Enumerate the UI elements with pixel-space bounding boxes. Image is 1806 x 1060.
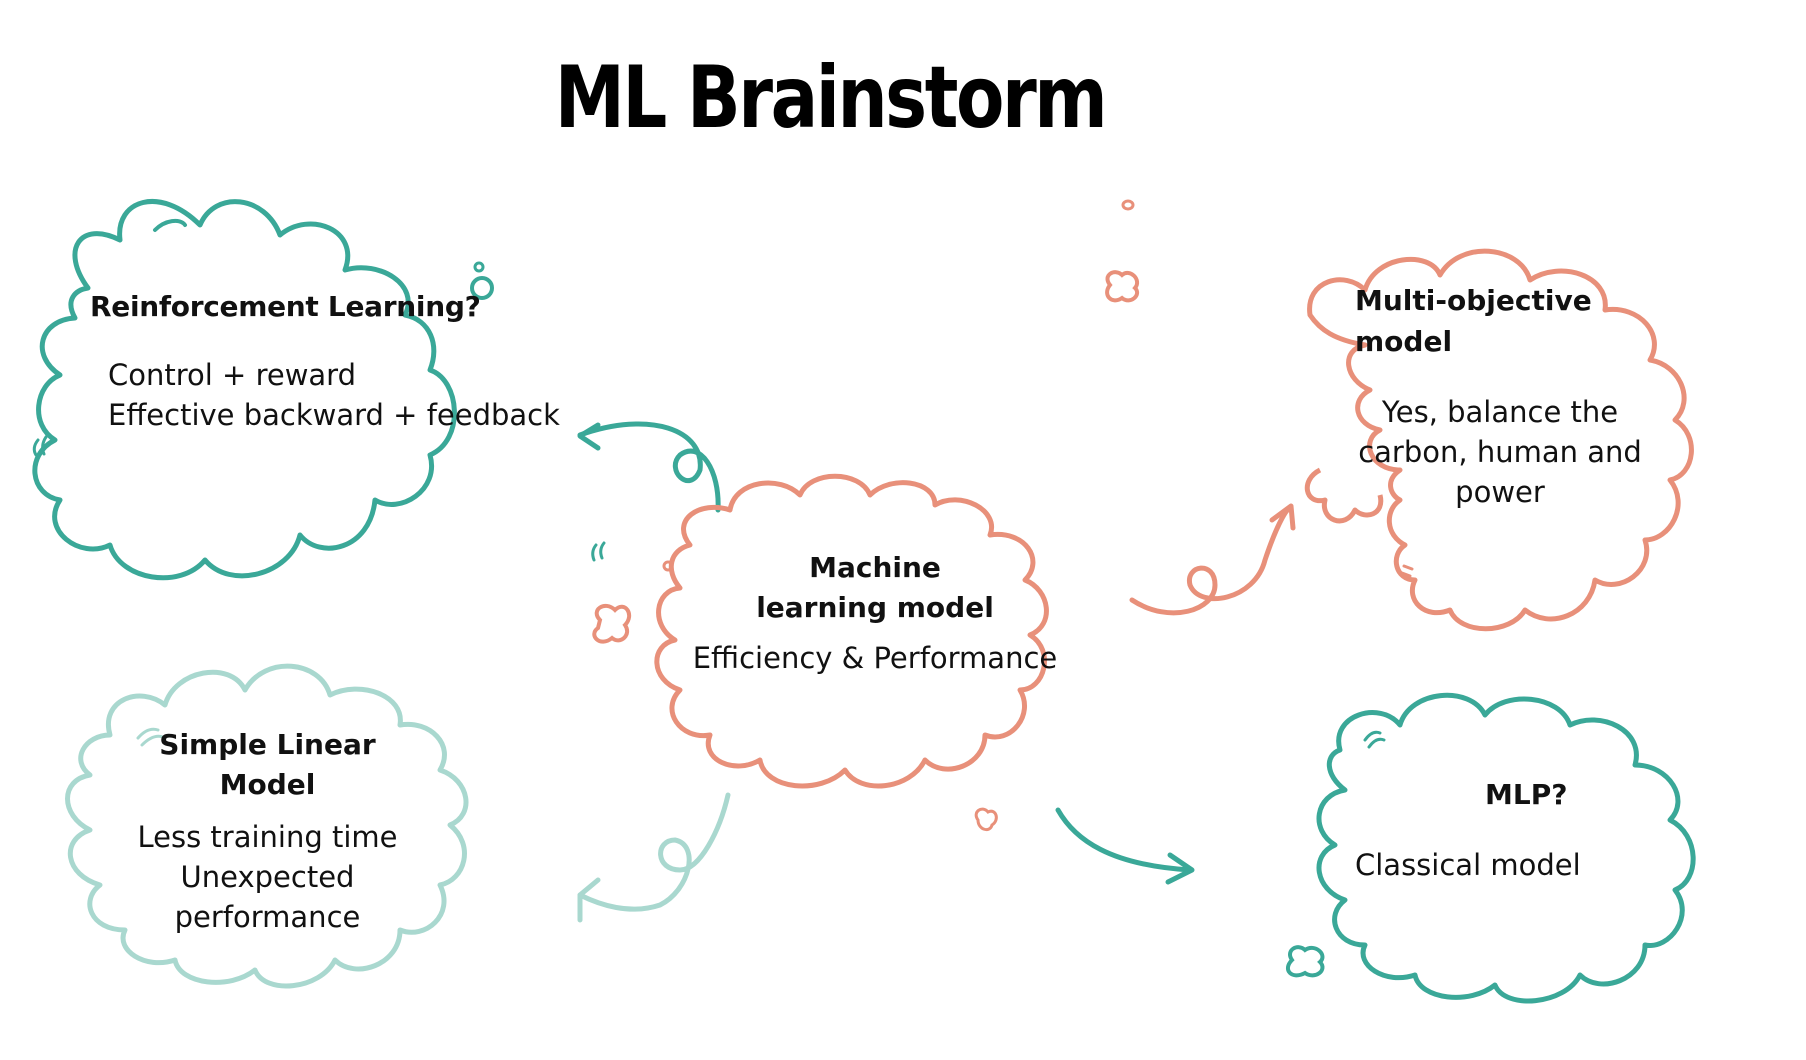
machine-learning-heading-2: learning model xyxy=(756,591,994,624)
page-title: ML Brainstorm xyxy=(554,48,1108,148)
multi-objective-node: Multi-objective model Yes, balance the c… xyxy=(1355,280,1685,512)
arrow-to-simple-linear xyxy=(577,792,731,912)
mlp-doodle-icon xyxy=(1285,945,1325,978)
multi-objective-bubble-small-icon xyxy=(1121,199,1135,211)
arrow-to-reinforcement xyxy=(577,421,721,513)
reinforcement-line-2: Effective backward + feedback xyxy=(108,398,560,432)
mlp-line-1: Classical model xyxy=(1355,848,1581,882)
machine-learning-doodle-icon xyxy=(592,603,632,644)
multi-objective-heading-1: Multi-objective xyxy=(1355,284,1592,317)
arrow-to-mlp-head xyxy=(1165,852,1195,885)
arrow-to-multi-objective xyxy=(1129,505,1293,616)
machine-learning-heading-1: Machine xyxy=(809,551,941,584)
reinforcement-line-1: Control + reward xyxy=(108,358,357,392)
machine-learning-bubble-low-icon xyxy=(974,807,998,832)
arrow-to-simple-linear-head xyxy=(577,877,601,923)
simple-linear-body: Less training time Unexpected performanc… xyxy=(110,817,425,937)
mlp-tick-icon xyxy=(1363,730,1386,749)
multi-objective-line-1: Yes, balance the xyxy=(1381,395,1619,429)
multi-objective-cloud-shape xyxy=(1307,248,1694,632)
multi-objective-heading-2: model xyxy=(1355,325,1453,358)
machine-learning-cloud-shape xyxy=(654,473,1049,789)
simple-linear-heading-2: Model xyxy=(219,768,316,801)
reinforcement-node: Reinforcement Learning? Control + reward… xyxy=(90,287,610,435)
simple-linear-tick-icon xyxy=(136,727,165,747)
multi-objective-body: Yes, balance the carbon, human and power xyxy=(1335,392,1665,512)
multi-objective-bump-icon xyxy=(1304,467,1384,524)
multi-objective-tick-icon xyxy=(1400,564,1414,578)
multi-objective-doodle-icon xyxy=(1105,270,1140,303)
machine-learning-node: Machine learning model Efficiency & Perf… xyxy=(665,548,1085,678)
reinforcement-cloud-inner-icon xyxy=(153,218,187,232)
arrow-to-multi-objective-head xyxy=(1269,503,1296,531)
simple-linear-line-2: Unexpected xyxy=(180,860,355,894)
reinforcement-cloud-shape xyxy=(32,199,457,581)
multi-objective-line-2: carbon, human and xyxy=(1358,435,1642,469)
simple-linear-line-1: Less training time xyxy=(137,820,398,854)
machine-learning-bubble-small-icon xyxy=(662,560,674,572)
mlp-heading: MLP? xyxy=(1485,778,1568,811)
simple-linear-line-3: performance xyxy=(174,900,361,934)
machine-learning-tick-icon xyxy=(591,541,606,562)
reinforcement-bubble-small-icon xyxy=(473,261,485,273)
reinforcement-tick-icon xyxy=(32,435,48,457)
reinforcement-bubble-icon xyxy=(470,276,494,300)
mlp-node: MLP? Classical model xyxy=(1355,775,1775,885)
machine-learning-subtitle: Efficiency & Performance xyxy=(692,641,1058,675)
arrow-to-mlp xyxy=(1055,807,1193,873)
arrow-to-reinforcement-head xyxy=(577,422,601,451)
reinforcement-heading: Reinforcement Learning? xyxy=(90,290,481,323)
simple-linear-cloud-shape xyxy=(65,663,469,989)
mlp-cloud-shape xyxy=(1316,692,1696,1004)
simple-linear-node: Simple Linear Model Less training time U… xyxy=(110,725,425,937)
simple-linear-heading-1: Simple Linear xyxy=(159,728,376,761)
multi-objective-line-3: power xyxy=(1455,475,1545,509)
